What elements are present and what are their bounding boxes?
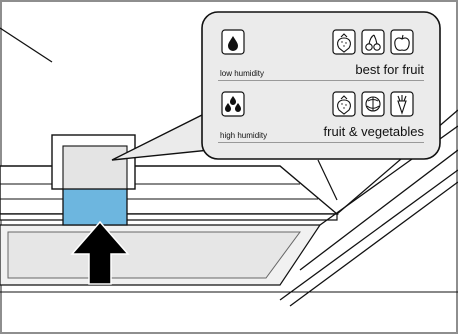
high-humidity-text: fruit & vegetables (323, 124, 424, 139)
up-arrow-icon (70, 220, 130, 285)
low-humidity-label: low humidity (220, 69, 265, 78)
rail-line-3 (299, 149, 458, 271)
row-divider (218, 80, 424, 81)
drawer-inner (7, 231, 301, 279)
cherry-icon (361, 29, 385, 55)
rail-line-4 (279, 169, 458, 301)
callout-row-low-humidity: low humidity best for fruit (218, 60, 424, 80)
row-divider (218, 142, 424, 143)
rail-line-5 (289, 181, 458, 307)
high-humidity-label: high humidity (220, 131, 268, 140)
slider-window (62, 145, 128, 191)
shelf-top (0, 165, 339, 215)
callout-row-high-humidity: high humidity fruit & vegetables (218, 122, 424, 142)
drawer-lip (0, 213, 338, 221)
rail-post (317, 159, 338, 201)
humidity-slider (62, 188, 128, 226)
low-humidity-text: best for fruit (355, 62, 424, 77)
carrot-icon (390, 91, 414, 117)
fridge-wall-line (0, 27, 53, 63)
